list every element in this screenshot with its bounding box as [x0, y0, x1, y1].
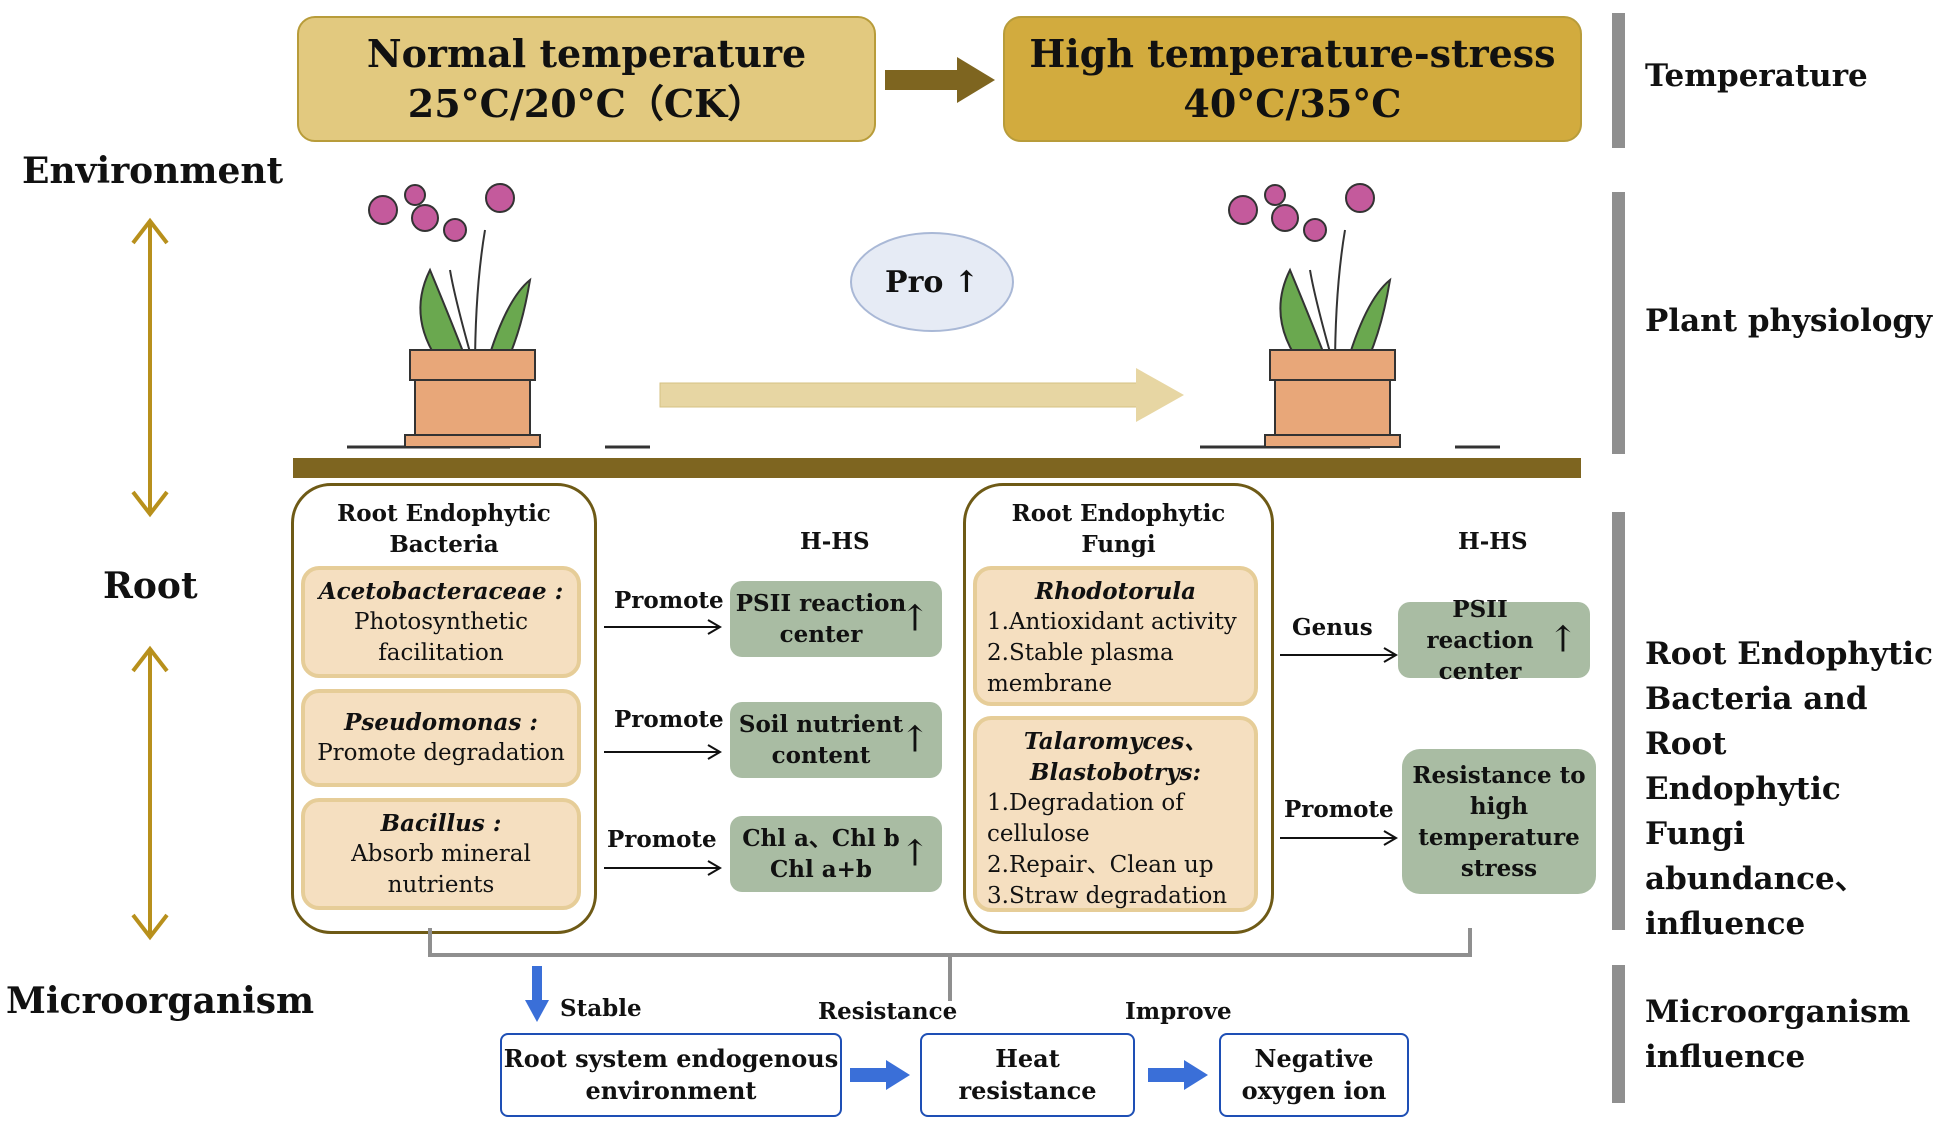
normal-temperature-value: 25°C/20°C（CK） [407, 81, 766, 126]
result-box-chlorophyll: Chl a、Chl b Chl a+b ↑ [730, 816, 942, 892]
result-box-psii-fungi: PSII reaction center ↑ [1398, 596, 1590, 685]
bacteria-item-desc: Photosynthetic facilitation [354, 609, 528, 666]
normal-temperature-title: Normal temperature [366, 31, 807, 76]
high-temperature-box: High temperature-stress 40°C/35°C [1003, 16, 1582, 142]
up-arrow-icon: ↑ [899, 719, 930, 761]
root-environment-text: Root system endogenous environment [503, 1044, 839, 1105]
stable-down-arrow-icon [525, 966, 549, 1022]
arrow-label: Promote [607, 826, 717, 853]
high-temperature-value: 40°C/35°C [1183, 81, 1402, 126]
resistance-label: Resistance [818, 998, 958, 1025]
stable-label: Stable [560, 995, 642, 1022]
arrow-label: Genus [1292, 614, 1373, 641]
hhs-left-label: H-HS [800, 528, 870, 555]
result-text: Chl a、Chl b Chl a+b [742, 825, 900, 883]
result-text: Resistance to high temperature stress [1412, 761, 1586, 882]
proline-label: Pro ↑ [885, 264, 979, 300]
bacteria-item-name: Bacillus : [380, 810, 502, 837]
promote-arrow [604, 744, 722, 760]
temperature-label: Temperature [1645, 58, 1868, 94]
fungi-item-name: Rhodotorula [1034, 578, 1197, 605]
root-microorganism-double-arrow [131, 645, 169, 941]
promote-arrow [1280, 830, 1398, 846]
temperature-bar [1612, 13, 1625, 148]
microorganism-influence-label: Microorganism influence [1645, 994, 1911, 1075]
fungi-item: Talaromyces、 Blastobotrys: 1.Degradation… [973, 716, 1258, 912]
negative-oxygen-ion-text: Negative oxygen ion [1241, 1044, 1387, 1105]
up-arrow-icon: ↑ [1547, 619, 1578, 661]
bacteria-item: Bacillus : Absorb mineral nutrients [301, 798, 581, 910]
arrow-label: Promote [1284, 796, 1394, 823]
promote-arrow [604, 619, 722, 635]
result-text: Soil nutrient content [738, 711, 904, 769]
bacteria-item: Pseudomonas : Promote degradation [301, 689, 581, 787]
proline-ellipse: Pro ↑ [850, 232, 1014, 332]
plant-change-arrow [659, 368, 1184, 422]
fungi-item-desc: 1.Degradation of cellulose 2.Repair、Clea… [987, 790, 1228, 909]
orchid-pot-high-temperature-icon [1200, 183, 1500, 449]
heat-resistance-box: Heat resistance [920, 1033, 1135, 1117]
bacteria-item-desc: Absorb mineral nutrients [351, 841, 531, 898]
temperature-arrow [885, 57, 995, 103]
result-box-soil-nutrient: Soil nutrient content ↑ [730, 702, 942, 778]
up-arrow-icon: ↑ [899, 833, 930, 875]
bacteria-panel-title: Root Endophytic Bacteria [337, 500, 551, 558]
soil-line [293, 458, 1581, 478]
heat-resistance-text: Heat resistance [958, 1044, 1097, 1105]
bottom-bracket [428, 928, 1472, 1001]
arrow-label: Promote [614, 587, 724, 614]
bacteria-panel: Root Endophytic Bacteria Acetobacteracea… [291, 483, 597, 934]
root-environment-box: Root system endogenous environment [500, 1033, 842, 1117]
fungi-item: Rhodotorula 1.Antioxidant activity 2.Sta… [973, 566, 1258, 706]
plant-physiology-label: Plant physiology [1645, 303, 1933, 339]
bacteria-item: Acetobacteraceae : Photosynthetic facili… [301, 566, 581, 678]
improve-label: Improve [1125, 998, 1232, 1025]
flow-arrow [1148, 1060, 1208, 1090]
root-label: Root [103, 565, 198, 607]
fungi-panel-title: Root Endophytic Fungi [1011, 500, 1226, 558]
genus-arrow [1280, 647, 1398, 663]
bacteria-item-desc: Promote degradation [317, 740, 565, 766]
fungi-item-name: Talaromyces、 Blastobotrys: [1023, 728, 1208, 786]
negative-oxygen-ion-box: Negative oxygen ion [1219, 1033, 1409, 1117]
fungi-panel: Root Endophytic Fungi Rhodotorula 1.Anti… [963, 483, 1274, 934]
result-box-psii: PSII reaction center ↑ [730, 581, 942, 657]
arrow-label: Promote [614, 706, 724, 733]
root-endophytic-bar [1612, 512, 1625, 930]
orchid-pot-normal-icon [347, 183, 650, 449]
bacteria-item-name: Acetobacteraceae : [318, 578, 564, 605]
hhs-right-label: H-HS [1458, 528, 1528, 555]
root-endophytic-label: Root Endophytic Bacteria and Root Endoph… [1645, 636, 1933, 942]
result-text: PSII reaction center [1426, 595, 1534, 685]
result-text: PSII reaction center [735, 590, 907, 648]
up-arrow-icon: ↑ [899, 598, 930, 640]
plant-physiology-bar [1612, 192, 1625, 454]
normal-temperature-box: Normal temperature 25°C/20°C（CK） [297, 16, 876, 142]
high-temperature-title: High temperature-stress [1029, 31, 1556, 76]
environment-label: Environment [22, 150, 284, 192]
promote-arrow [604, 860, 722, 876]
fungi-item-desc: 1.Antioxidant activity 2.Stable plasma m… [987, 609, 1237, 697]
microorganism-influence-bar [1612, 965, 1625, 1103]
result-box-heat-resistance: Resistance to high temperature stress [1402, 749, 1596, 894]
environment-root-double-arrow [131, 217, 169, 518]
microorganism-label: Microorganism [6, 980, 315, 1022]
bacteria-item-name: Pseudomonas : [344, 709, 538, 736]
flow-arrow [850, 1060, 910, 1090]
